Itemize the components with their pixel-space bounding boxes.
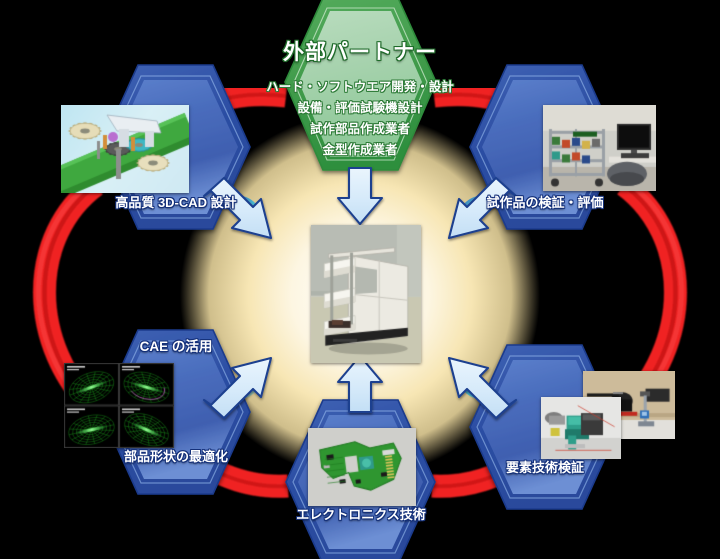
photo-center-robot [311,225,421,363]
arrow-from-cae [202,356,273,420]
photo-element-tech-front [541,397,621,459]
external-partner-text: 外部パートナー ハード・ソフトウエア開発・設計 設備・評価試験機設計 試作部品作… [238,0,482,180]
arrow-from-3dcad [202,176,273,240]
partner-line-1: ハード・ソフトウエア開発・設計 [266,80,454,94]
arrow-group [202,166,518,420]
partner-line-3: 試作部品作成業者 [309,122,410,136]
node-external-partner[interactable] [284,0,437,171]
arrow-from-eval [447,176,518,240]
photo-cae [64,363,174,448]
photo-3dcad [61,105,189,193]
arrow-from-electronics [336,354,384,414]
photo-electronics [308,428,416,506]
arrow-from-partner [336,166,384,226]
photo-prototype-eval [543,105,656,191]
partner-title: 外部パートナー [283,41,437,64]
partner-line-2: 設備・評価試験機設計 [297,101,423,115]
partner-line-4: 金型作成業者 [322,143,398,157]
arrow-from-element [447,356,518,420]
